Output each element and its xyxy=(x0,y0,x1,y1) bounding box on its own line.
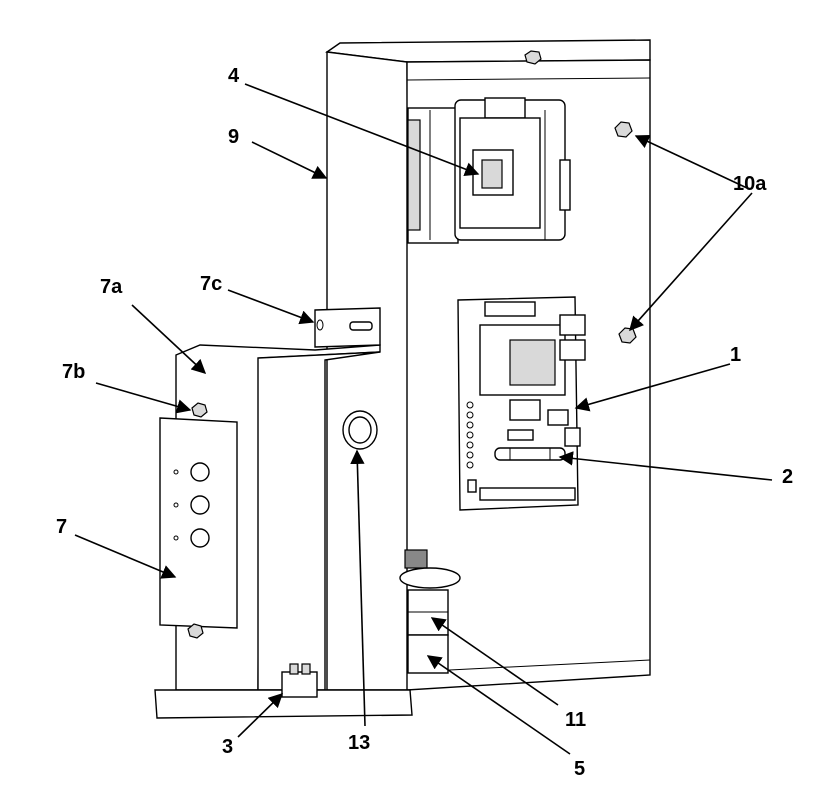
callout-7: 7 xyxy=(56,516,67,538)
board-contacts xyxy=(466,401,474,469)
bracket xyxy=(314,307,381,348)
terminal-block xyxy=(281,663,318,698)
callout-2: 2 xyxy=(782,466,793,488)
callout-7a: 7a xyxy=(100,276,123,298)
screw-upper-icon xyxy=(191,402,208,418)
top-bolt-icon xyxy=(524,50,542,65)
grommet-icon xyxy=(342,410,378,450)
control-board xyxy=(457,296,586,511)
callout-labels: 4 9 10a 7c 7a 1 7b 2 7 11 3 13 5 xyxy=(56,65,793,780)
callout-3: 3 xyxy=(222,736,233,758)
callout-11: 11 xyxy=(565,709,586,731)
callout-7c: 7c xyxy=(200,273,222,295)
mounting-bolt-upper-icon xyxy=(614,121,633,138)
contactor-relay xyxy=(407,97,571,244)
fuse-holder xyxy=(494,447,566,461)
mounting-bolt-lower-icon xyxy=(618,327,637,344)
callout-1: 1 xyxy=(730,344,741,366)
screw-lower-icon xyxy=(187,623,204,639)
callout-10a: 10a xyxy=(733,173,767,195)
cover-plate xyxy=(159,417,238,629)
callout-4: 4 xyxy=(228,65,240,87)
callout-13: 13 xyxy=(348,732,370,754)
callout-7b: 7b xyxy=(62,361,85,383)
callout-5: 5 xyxy=(574,758,585,780)
leader-lines xyxy=(74,83,773,755)
callout-9: 9 xyxy=(228,126,239,148)
